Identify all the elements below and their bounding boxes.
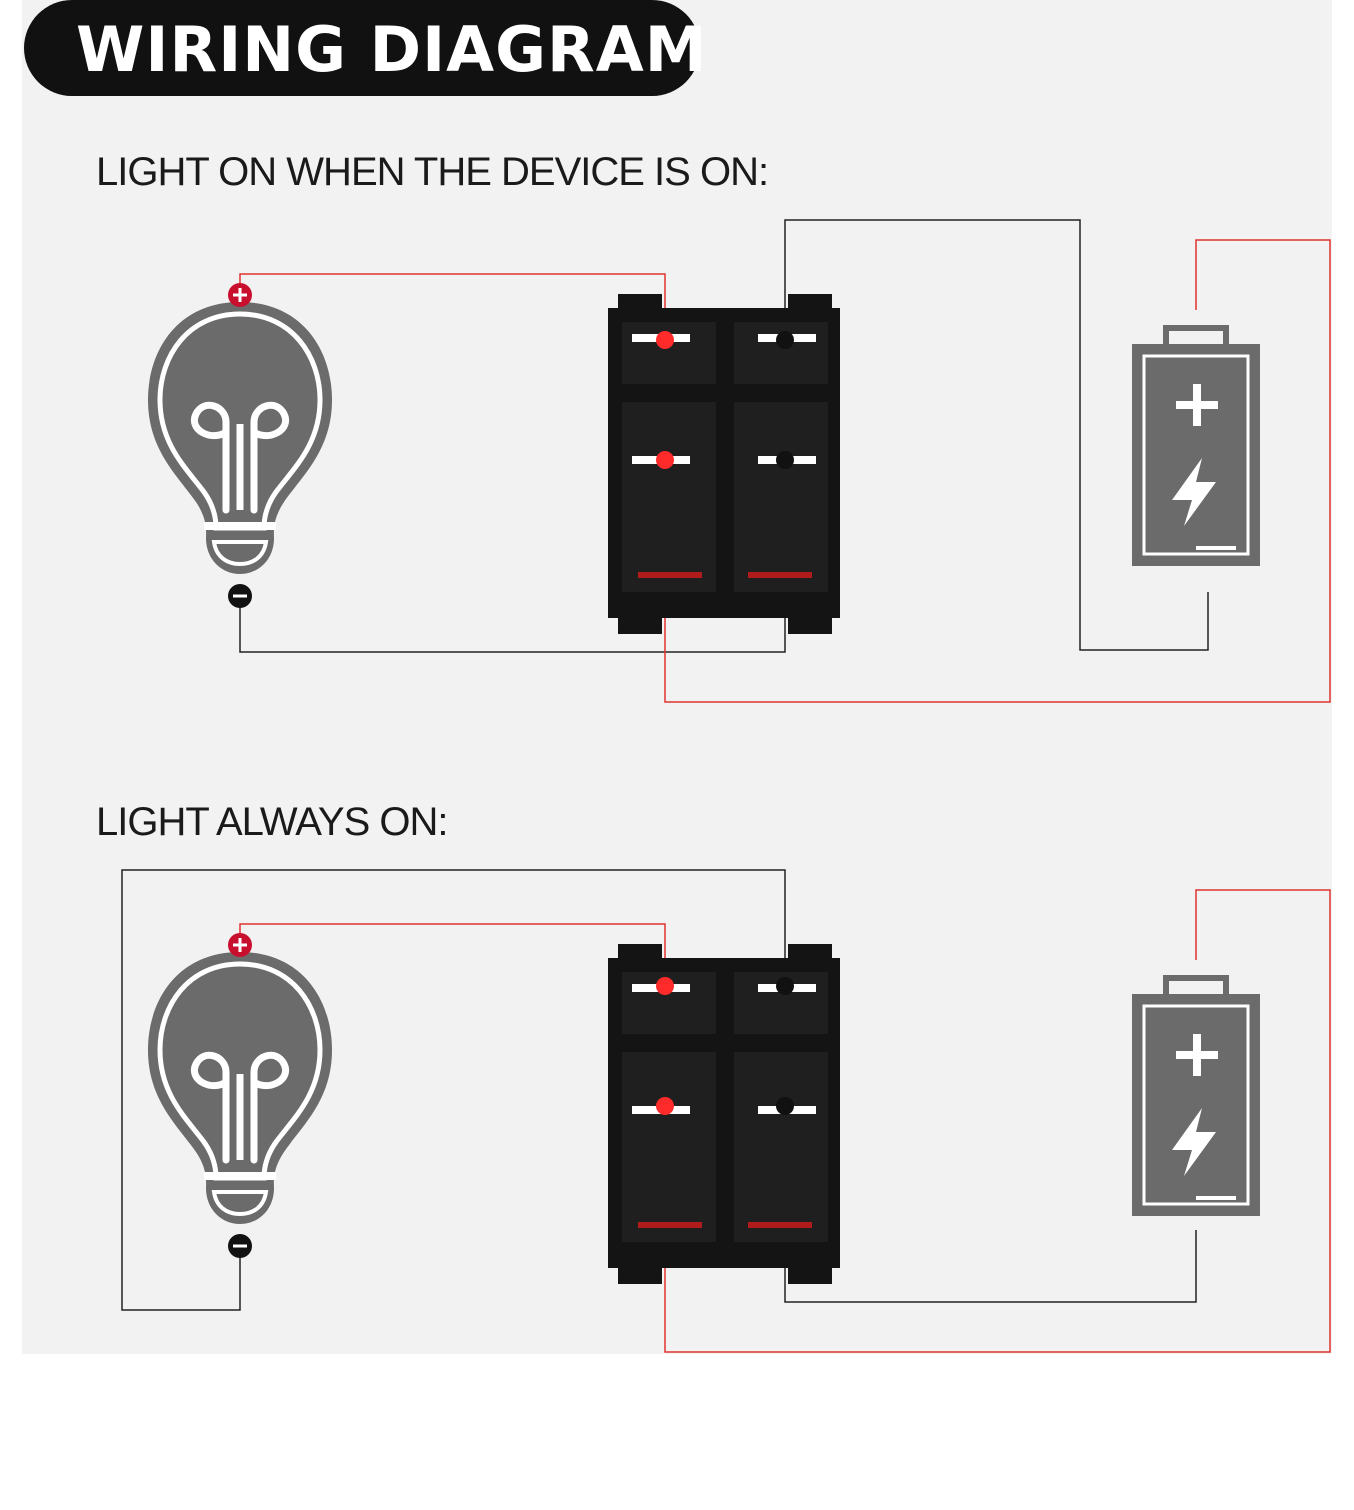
switch-terminal-bottom-left (656, 451, 674, 469)
wire-bulb-negative-loop (121, 869, 786, 1311)
battery-icon (1134, 328, 1258, 564)
section-label-device-on: LIGHT ON WHEN THE DEVICE IS ON: (96, 150, 769, 194)
section-label-always-on: LIGHT ALWAYS ON: (96, 800, 448, 844)
wire-bulb-positive-to-switch (239, 273, 666, 340)
wiring-diagram-device-on (0, 210, 1354, 860)
minus-terminal-icon (228, 1234, 252, 1258)
minus-terminal-icon (228, 584, 252, 608)
wire-switch-to-battery-positive (664, 239, 1331, 703)
switch-terminal-top-right (776, 977, 794, 995)
battery-icon (1134, 978, 1258, 1214)
wire-switch-to-battery-negative (784, 219, 1209, 651)
switch-terminal-bottom-right (776, 451, 794, 469)
wiring-diagram-svg (121, 869, 1331, 1353)
wiring-diagram-svg (0, 219, 1331, 703)
page-title: WIRING DIAGRAM (76, 13, 708, 86)
wire-bulb-positive-to-switch (239, 923, 666, 990)
rocker-switch-icon (608, 944, 840, 1284)
switch-terminal-bottom-right (776, 1097, 794, 1115)
title-banner: WIRING DIAGRAM (24, 0, 706, 96)
switch-terminal-top-left (656, 331, 674, 349)
wiring-diagram-always-on (0, 860, 1354, 1510)
light-bulb-icon (148, 952, 332, 1224)
plus-terminal-icon (228, 283, 252, 307)
switch-terminal-bottom-left (656, 1097, 674, 1115)
switch-terminal-top-right (776, 331, 794, 349)
switch-terminal-top-left (656, 977, 674, 995)
light-bulb-icon (148, 302, 332, 574)
plus-terminal-icon (228, 933, 252, 957)
rocker-switch-icon (608, 294, 840, 634)
wire-switch-to-battery-positive (664, 889, 1331, 1353)
